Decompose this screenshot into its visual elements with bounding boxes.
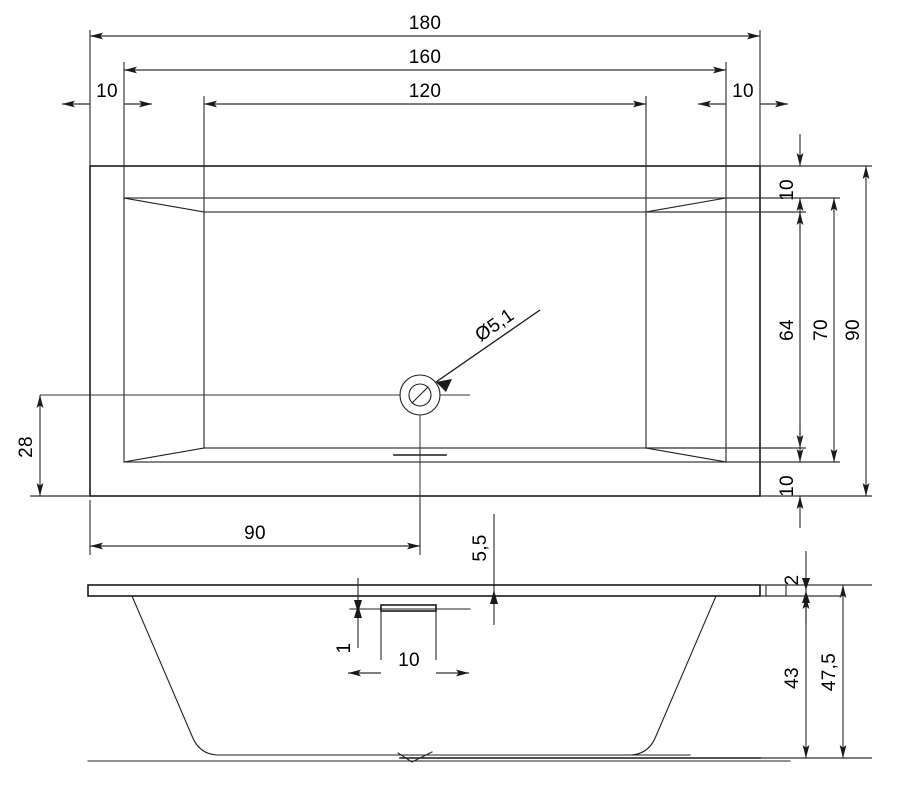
dim-top-rim-10: 10: [777, 134, 804, 230]
dim-label-90-position: 90: [244, 523, 266, 544]
dim-inner-length-160: 160: [124, 47, 726, 74]
dim-label-left-10: 10: [96, 81, 118, 102]
dim-label-1: 1: [334, 643, 355, 654]
plan-inner-rim-outline: [123, 197, 727, 463]
section-floor-line: [87, 757, 791, 762]
dim-label-180: 180: [409, 13, 442, 34]
section-waste-fitting: [349, 604, 471, 660]
plan-view: 180 160 120 10 10: [16, 13, 872, 625]
dim-label-160: 160: [409, 47, 442, 68]
dim-label-bottom-10: 10: [777, 475, 798, 497]
dim-label-120: 120: [409, 81, 442, 102]
dim-label-47-5: 47,5: [819, 653, 840, 691]
section-view: 1 10 2 43 47,5: [87, 551, 872, 763]
dim-label-right-10: 10: [732, 81, 754, 102]
dim-waste-width-10: 10: [348, 650, 469, 677]
section-tub-body: [131, 595, 717, 756]
plan-basin-floor-outline: [203, 211, 647, 449]
dim-overall-width-90: 90: [843, 166, 870, 496]
section-right-extension-lines: [760, 584, 872, 759]
plan-corner-slope-lines: [123, 197, 727, 463]
dim-basin-width-64: 64: [777, 212, 804, 448]
dim-basin-length-120: 120: [204, 81, 646, 108]
dim-label-70: 70: [811, 319, 832, 341]
dim-bottom-rim-10: 10: [777, 430, 804, 528]
dim-inner-depth-43: 43: [782, 596, 810, 758]
dim-drain-position-90: 90: [89, 500, 421, 555]
dim-inner-width-70: 70: [811, 198, 838, 462]
dim-label-28: 28: [16, 436, 37, 458]
callout-drain-diameter: Ø5,1: [435, 305, 541, 392]
dim-label-64: 64: [777, 319, 798, 341]
plan-top-extension-lines: [89, 30, 761, 216]
dim-label-2: 2: [782, 575, 803, 586]
dim-label-5-5: 5,5: [470, 534, 491, 561]
dim-overall-height-47-5: 47,5: [819, 585, 847, 758]
dim-label-diameter-5-1: Ø5,1: [471, 305, 518, 346]
dim-waste-thickness-1: 1: [334, 578, 362, 654]
dim-label-10-waste: 10: [398, 650, 420, 671]
drain-center-lines: [40, 394, 470, 545]
section-waste-notch: [397, 751, 433, 763]
dim-label-43: 43: [782, 667, 803, 689]
dim-drain-offset-28: 28: [16, 395, 90, 497]
plan-right-extension-lines: [646, 165, 872, 497]
plan-outer-rim-outline: [89, 165, 761, 497]
dim-right-rim-10: 10: [698, 81, 788, 108]
dim-label-90: 90: [843, 319, 864, 341]
section-rim-slab: [87, 584, 787, 597]
drain-hole: [399, 374, 441, 416]
dim-drain-depth-55: 5,5: [470, 514, 498, 625]
dim-left-rim-10: 10: [62, 81, 152, 108]
dim-overall-length-180: 180: [90, 13, 760, 40]
dim-label-top-10: 10: [777, 179, 798, 201]
